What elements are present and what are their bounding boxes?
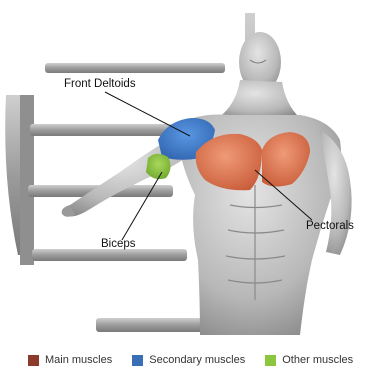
head	[218, 32, 300, 118]
legend: Main muscles Secondary muscles Other mus…	[28, 352, 353, 368]
legend-item-main: Main muscles	[28, 354, 112, 366]
legend-swatch-other	[265, 355, 276, 366]
legend-swatch-secondary	[132, 355, 143, 366]
legend-item-secondary: Secondary muscles	[132, 354, 245, 366]
legend-item-other: Other muscles	[265, 354, 353, 366]
legend-label-main: Main muscles	[45, 354, 112, 366]
biceps-muscle	[146, 154, 171, 179]
label-front-deltoids: Front Deltoids	[64, 78, 136, 90]
legend-label-secondary: Secondary muscles	[149, 354, 245, 366]
label-pectorals: Pectorals	[306, 220, 354, 232]
legend-label-other: Other muscles	[282, 354, 353, 366]
legend-swatch-main	[28, 355, 39, 366]
label-biceps: Biceps	[101, 238, 136, 250]
